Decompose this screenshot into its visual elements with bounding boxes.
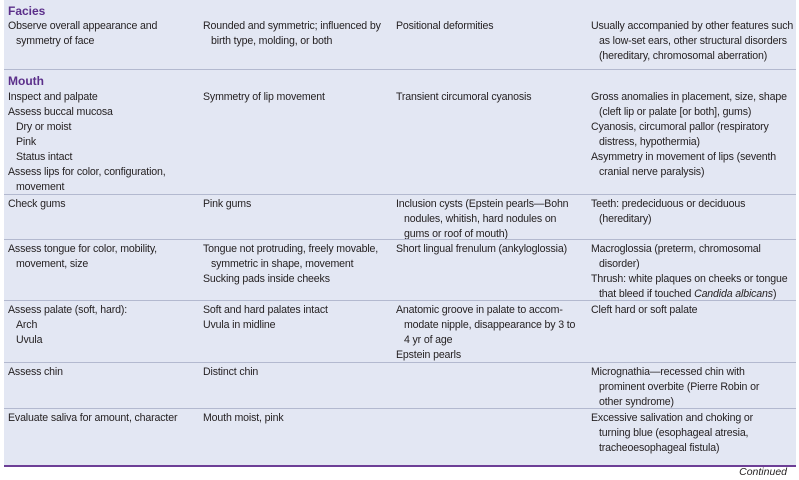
assessment-line: Arch <box>16 319 38 331</box>
assessment-line: Assess buccal mucosa <box>8 106 113 118</box>
normal-line: Rounded and symmetric; influenced by <box>203 20 381 32</box>
deviation-line: Thrush: white plaques on cheeks or tongu… <box>591 273 788 285</box>
normal-line: Mouth moist, pink <box>203 412 284 424</box>
assessment-line: Uvula <box>16 334 43 346</box>
row-divider <box>4 300 796 301</box>
deviation-text: that bleed if touched <box>599 288 695 300</box>
row-divider <box>4 194 796 195</box>
mouth-row5-normal: Distinct chin <box>203 365 258 380</box>
mouth-row1-assessment: Inspect and palpate Assess buccal mucosa… <box>8 90 166 195</box>
mouth-row2-variations: Inclusion cysts (Epstein pearls—Bohn nod… <box>396 197 569 242</box>
deviation-line: (hereditary) <box>599 213 652 225</box>
deviation-line: Macroglossia (preterm, chromosomal <box>591 243 761 255</box>
row-divider <box>4 362 796 363</box>
mouth-row6-deviations: Excessive salivation and choking or turn… <box>591 411 753 456</box>
variation-line: Anatomic groove in palate to accom- <box>396 304 563 316</box>
deviation-line: that bleed if touched Candida albicans) <box>591 287 787 302</box>
mouth-row1-deviations: Gross anomalies in placement, size, shap… <box>591 90 787 180</box>
facies-deviations: Usually accompanied by other features su… <box>591 19 793 64</box>
deviation-line: Usually accompanied by other features su… <box>591 20 794 32</box>
deviation-line: Excessive salivation and choking or <box>591 412 753 424</box>
assessment-line: Check gums <box>8 198 66 210</box>
mouth-row4-deviations: Cleft hard or soft palate <box>591 303 698 318</box>
facies-variations: Positional deformities <box>396 19 494 34</box>
deviation-line: cranial nerve paralysis) <box>599 166 705 178</box>
assessment-line: Assess chin <box>8 366 63 378</box>
organism-name: Candida albicans <box>694 288 773 300</box>
normal-line: birth type, molding, or both <box>211 35 333 47</box>
deviation-line: other syndrome) <box>599 396 674 408</box>
normal-line: Symmetry of lip movement <box>203 91 325 103</box>
deviation-line: distress, hypothermia) <box>599 136 700 148</box>
normal-line: Tongue not protruding, freely movable, <box>203 243 379 255</box>
variation-line: Epstein pearls <box>396 349 462 361</box>
deviation-line: Teeth: predeciduous or deciduous <box>591 198 746 210</box>
assessment-line: Assess lips for color, configuration, <box>8 166 166 178</box>
mouth-row4-variations: Anatomic groove in palate to accom- moda… <box>396 303 575 363</box>
deviation-line: Cyanosis, circumoral pallor (respiratory <box>591 121 769 133</box>
variation-line: Positional deformities <box>396 20 494 32</box>
facies-assessment: Observe overall appearance and symmetry … <box>8 19 157 49</box>
assessment-line: Dry or moist <box>16 121 72 133</box>
mouth-row5-deviations: Micrognathia—recessed chin with prominen… <box>591 365 759 410</box>
normal-line: Uvula in midline <box>203 319 276 331</box>
mouth-row1-normal: Symmetry of lip movement <box>203 90 325 105</box>
variation-line: 4 yr of age <box>404 334 453 346</box>
deviation-line: turning blue (esophageal atresia, <box>599 427 749 439</box>
variation-line: Short lingual frenulum (ankyloglossia) <box>396 243 567 255</box>
section-heading-mouth: Mouth <box>8 74 44 88</box>
mouth-row6-assessment: Evaluate saliva for amount, character <box>8 411 177 426</box>
deviation-line: Cleft hard or soft palate <box>591 304 698 316</box>
deviation-line: (hereditary, chromosomal aberration) <box>599 50 768 62</box>
row-divider <box>4 239 796 240</box>
row-divider <box>4 408 796 409</box>
deviation-line: Asymmetry in movement of lips (seventh <box>591 151 777 163</box>
assessment-table <box>4 0 796 467</box>
assessment-line: movement <box>16 181 65 193</box>
variation-line: Transient circumoral cyanosis <box>396 91 532 103</box>
mouth-row2-assessment: Check gums <box>8 197 66 212</box>
assessment-line: Pink <box>16 136 37 148</box>
mouth-row3-normal: Tongue not protruding, freely movable, s… <box>203 242 378 287</box>
normal-line: Soft and hard palates intact <box>203 304 328 316</box>
assessment-line: Observe overall appearance and <box>8 20 158 32</box>
variation-line: modate nipple, disappearance by 3 to <box>404 319 576 331</box>
deviation-line: tracheoesophageal fistula) <box>599 442 720 454</box>
mouth-row4-normal: Soft and hard palates intact Uvula in mi… <box>203 303 328 333</box>
mouth-row4-assessment: Assess palate (soft, hard): Arch Uvula <box>8 303 127 348</box>
deviation-line: (cleft lip or palate [or both], gums) <box>599 106 752 118</box>
deviation-line: Micrognathia—recessed chin with <box>591 366 745 378</box>
deviation-line: prominent overbite (Pierre Robin or <box>599 381 760 393</box>
section-heading-facies: Facies <box>8 4 46 18</box>
facies-normal: Rounded and symmetric; influenced by bir… <box>203 19 381 49</box>
mouth-row2-normal: Pink gums <box>203 197 251 212</box>
deviation-line: Gross anomalies in placement, size, shap… <box>591 91 787 103</box>
variation-line: gums or roof of mouth) <box>404 228 508 240</box>
mouth-row6-normal: Mouth moist, pink <box>203 411 284 426</box>
mouth-row5-assessment: Assess chin <box>8 365 63 380</box>
variation-line: Inclusion cysts (Epstein pearls—Bohn <box>396 198 569 210</box>
variation-line: nodules, whitish, hard nodules on <box>404 213 557 225</box>
deviation-line: disorder) <box>599 258 640 270</box>
deviation-line: as low-set ears, other structural disord… <box>599 35 787 47</box>
row-divider <box>4 69 796 70</box>
assessment-line: Status intact <box>16 151 73 163</box>
assessment-line: symmetry of face <box>16 35 95 47</box>
deviation-text: ) <box>772 288 777 300</box>
assessment-line: Evaluate saliva for amount, character <box>8 412 178 424</box>
assessment-line: Assess tongue for color, mobility, <box>8 243 157 255</box>
mouth-row1-variations: Transient circumoral cyanosis <box>396 90 532 105</box>
assessment-line: movement, size <box>16 258 89 270</box>
assessment-line: Inspect and palpate <box>8 91 98 103</box>
normal-line: Pink gums <box>203 198 252 210</box>
mouth-row3-deviations: Macroglossia (preterm, chromosomal disor… <box>591 242 788 302</box>
mouth-row2-deviations: Teeth: predeciduous or deciduous (heredi… <box>591 197 745 227</box>
normal-line: Distinct chin <box>203 366 259 378</box>
normal-line: Sucking pads inside cheeks <box>203 273 330 285</box>
mouth-row3-assessment: Assess tongue for color, mobility, movem… <box>8 242 157 272</box>
mouth-row3-variations: Short lingual frenulum (ankyloglossia) <box>396 242 567 257</box>
continued-note: Continued <box>739 466 787 478</box>
normal-line: symmetric in shape, movement <box>211 258 354 270</box>
assessment-line: Assess palate (soft, hard): <box>8 304 128 316</box>
